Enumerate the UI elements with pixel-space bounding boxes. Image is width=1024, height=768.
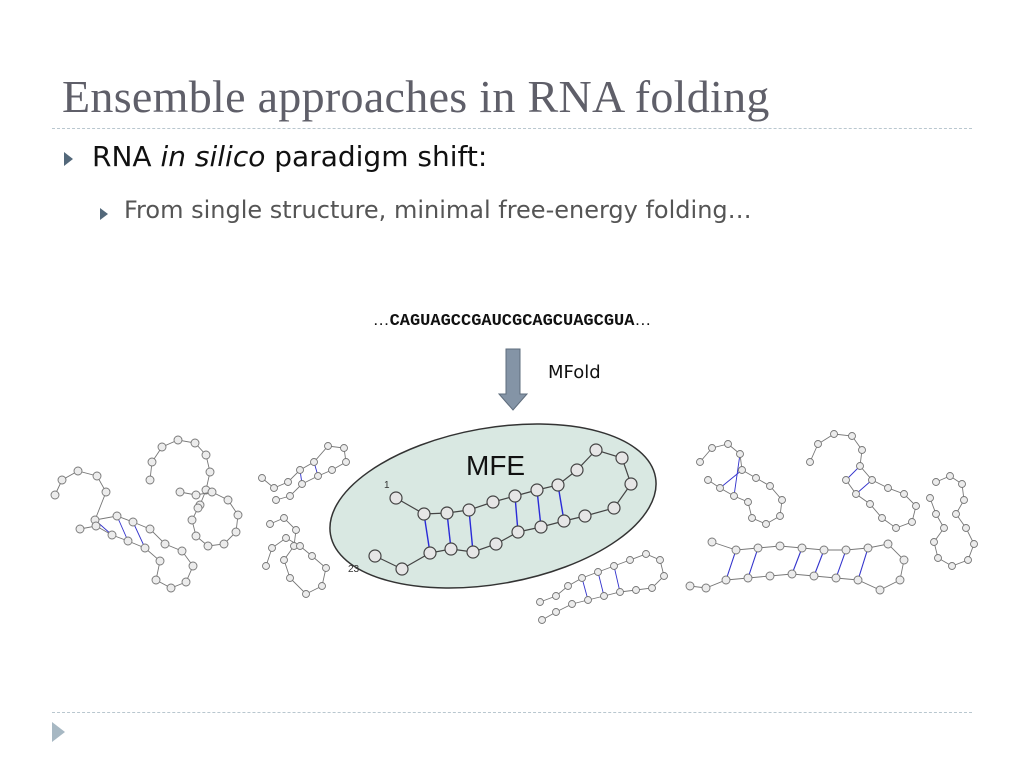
ensemble-structure-bottom: [536, 550, 668, 624]
bullet1-prefix: RNA: [92, 140, 161, 173]
footer-divider: [52, 712, 972, 713]
sequence-trail: …: [634, 310, 652, 329]
mfold-label: MFold: [548, 362, 601, 383]
bullet-level-2: From single structure, minimal free-ener…: [124, 196, 752, 224]
structure-start-label: 1: [384, 480, 390, 491]
bullet-level-1: RNA in silico paradigm shift:: [92, 140, 487, 173]
down-arrow-icon: [497, 348, 529, 411]
sequence-core: CAGUAGCCGAUCGCAGCUAGCGUA: [389, 312, 635, 331]
slide-title: Ensemble approaches in RNA folding: [62, 71, 770, 122]
bullet-arrow-icon: [100, 208, 108, 220]
structure-end-label: 23: [348, 564, 360, 575]
mfe-structure: [368, 443, 638, 576]
rna-sequence: …CAGUAGCCGAUCGCAGCUAGCGUA…: [0, 310, 1024, 331]
sequence-lead: …: [372, 310, 390, 329]
title-divider: [52, 128, 972, 129]
bullet-arrow-icon: [64, 152, 73, 166]
ensemble-structures-left: [50, 435, 350, 598]
next-slide-icon[interactable]: [52, 722, 65, 742]
ensemble-structures-right: [685, 430, 978, 595]
mfe-label: MFE: [466, 450, 526, 481]
bullet1-italic: in silico: [160, 140, 266, 173]
bullet1-suffix: paradigm shift:: [265, 140, 488, 173]
